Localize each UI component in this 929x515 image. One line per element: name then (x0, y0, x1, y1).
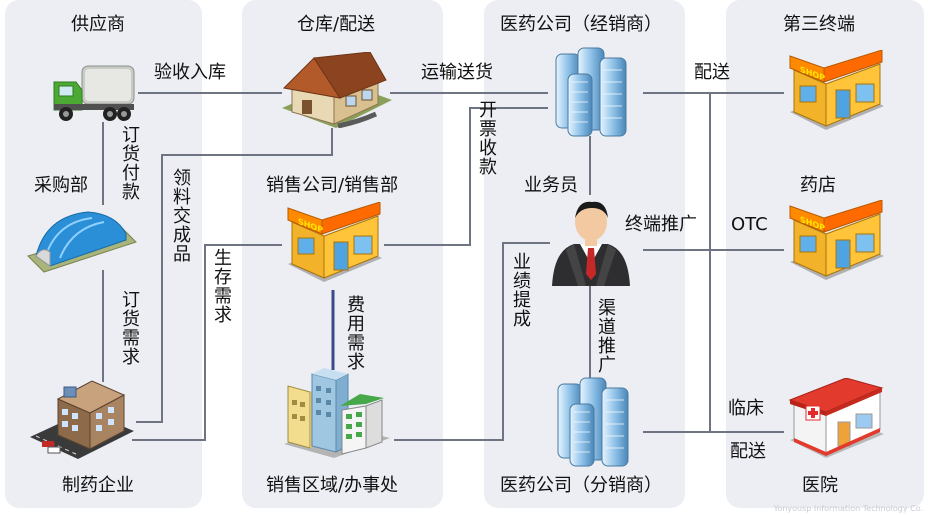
shop-icon: SHOP (287, 202, 382, 282)
header-supplier: 供应商 (71, 14, 125, 35)
node-sub-distributor: 医药公司（分销商） (500, 475, 662, 496)
edge-clinical: 临床 (728, 398, 764, 419)
node-sales-region: 销售区域/办事处 (266, 475, 399, 496)
house-icon (282, 52, 392, 128)
node-purchasing: 采购部 (34, 175, 88, 196)
buildings-icon (284, 368, 390, 458)
edge-delivery-top: 配送 (694, 62, 730, 83)
edge-delivery-bottom: 配送 (730, 441, 766, 462)
edge-receiving: 验收入库 (154, 62, 226, 83)
edge-otc: OTC (731, 214, 768, 235)
node-salesman: 业务员 (524, 175, 578, 196)
edge-commission: 业绩提成 (510, 252, 531, 328)
node-manufacturer: 制药企业 (62, 475, 134, 496)
node-sales-company: 销售公司/销售部 (266, 175, 399, 196)
edge-expense-demand: 费用需求 (344, 295, 365, 371)
edge-invoice-collect: 开票收款 (476, 100, 497, 176)
edge-transport: 运输送货 (421, 62, 493, 83)
node-hospital: 医院 (802, 475, 838, 496)
warehouse-dome-icon (27, 211, 137, 273)
shop-icon: SHOP (789, 200, 884, 280)
node-pharmacy: 药店 (800, 175, 836, 196)
businessman-icon (552, 201, 630, 286)
edge-order-payment: 订货付款 (119, 125, 140, 201)
header-terminal: 第三终端 (783, 14, 855, 35)
skyscraper-icon (555, 47, 627, 137)
shop-icon: SHOP (789, 50, 884, 130)
skyscraper-icon (557, 377, 629, 467)
edge-terminal-promo: 终端推广 (625, 214, 697, 235)
edge-order-demand: 订货需求 (119, 290, 140, 366)
hospital-icon (788, 378, 884, 458)
header-warehouse: 仓库/配送 (297, 14, 376, 35)
edge-receive-products: 领料交成品 (170, 168, 191, 263)
edge-stock-demand: 生存需求 (211, 248, 232, 324)
edge-channel-promo: 渠道推广 (595, 298, 616, 374)
factory-icon (30, 380, 134, 459)
watermark: Yonyousp Information Technology Co. (773, 504, 923, 513)
header-distributor: 医药公司（经销商） (500, 14, 662, 35)
truck-icon (53, 65, 135, 121)
